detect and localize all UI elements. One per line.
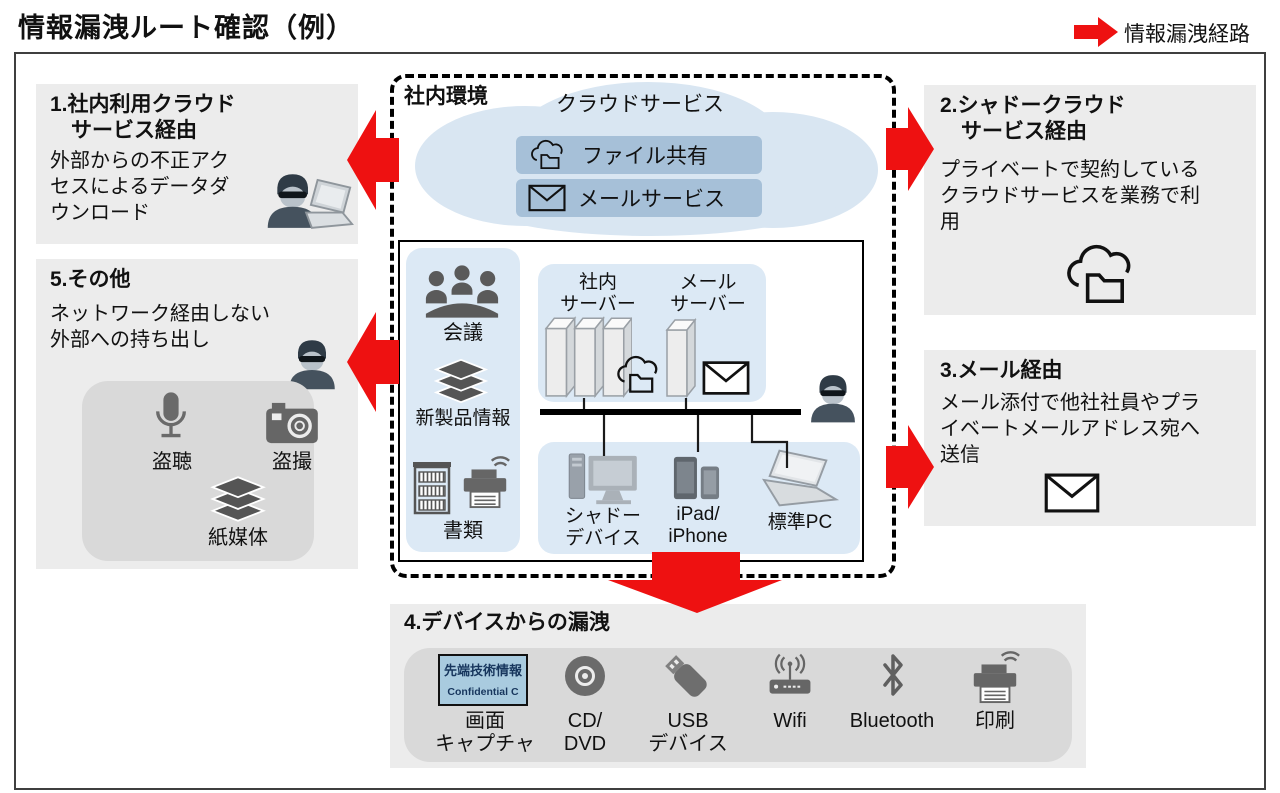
service-file-share: ファイル共有 (516, 136, 762, 174)
route-2-heading: 2.シャドークラウド サービス経由 (940, 94, 1126, 144)
asset-product-info-label: 新製品情報 (415, 408, 511, 429)
bluetooth-label: Bluetooth (849, 710, 935, 732)
paper-media-label: 紙媒体 (208, 527, 268, 549)
internal-server-label: 社内 サーバー (560, 272, 636, 315)
route-1-body: 外部からの不正アク セスによるデータダ ウンロード (50, 150, 230, 224)
asset-documents-label: 書類 (443, 520, 483, 542)
route-5-heading: 5.その他 (50, 268, 131, 291)
asset-meeting-label: 会議 (443, 322, 483, 344)
route-3-heading: 3.メール経由 (940, 359, 1063, 382)
service-mail: メールサービス (516, 179, 762, 217)
shelf-icon (411, 460, 453, 515)
internal-environment-label: 社内環境 (404, 85, 488, 108)
cloud-folder-icon (617, 355, 658, 393)
wifi-router-icon (768, 653, 812, 695)
envelope-icon (702, 361, 750, 395)
screen-capture-label: 画面 キャプチャ (435, 710, 535, 755)
legend-label: 情報漏洩経路 (1124, 23, 1250, 46)
service-file-share-label: ファイル共有 (582, 145, 708, 168)
cloud-folder-icon (1067, 244, 1131, 304)
cd-dvd-label: CD/ DVD (563, 710, 607, 755)
route-2-box: 2.シャドークラウド サービス経由 プライベートで契約している クラウドサービス… (924, 85, 1256, 315)
books-icon (435, 358, 487, 404)
route-1-heading: 1.社内利用クラウド サービス経由 (50, 93, 236, 143)
hidden-camera-label: 盗撮 (272, 451, 312, 473)
screen-capture-icon: 先端技術情報 Confidential C (438, 654, 528, 706)
envelope-icon (1044, 473, 1100, 513)
route-3-box: 3.メール経由 メール添付で他社社員やプラ イベートメールアドレス宛へ 送信 (924, 350, 1256, 526)
legend-arrow-icon (1074, 17, 1118, 47)
route-5-box: 5.その他 ネットワーク経由しない 外部への持ち出し 盗聴 盗撮 紙媒体 (36, 259, 358, 569)
shadow-device-label: シャドー デバイス (564, 506, 641, 549)
service-mail-label: メールサービス (578, 188, 725, 211)
bluetooth-icon (883, 654, 903, 696)
cloud-folder-icon (531, 139, 563, 170)
route-4-heading: 4.デバイスからの漏洩 (404, 611, 610, 634)
offline-media-panel: 盗聴 盗撮 紙媒体 (82, 381, 320, 561)
wifi-label: Wifi (773, 710, 807, 732)
route-4-box: 4.デバイスからの漏洩 先端技術情報 Confidential C 画面 キャプ… (390, 604, 1086, 768)
server-tower-icon (666, 319, 696, 397)
hacker-laptop-icon (262, 166, 354, 238)
page-title: 情報漏洩ルート確認（例） (18, 13, 354, 43)
screen-capture-text2: Confidential C (447, 686, 519, 698)
insider-hacker-icon (811, 375, 855, 423)
print-icon (972, 651, 1021, 704)
screen-capture-text1: 先端技術情報 (443, 663, 522, 678)
printer-icon (462, 456, 511, 509)
ipad-iphone-label: iPad/ iPhone (668, 504, 728, 547)
route-5-body: ネットワーク経由しない 外部への持ち出し (50, 303, 270, 351)
tablet-phone-icon (673, 456, 720, 500)
cd-dvd-icon (563, 654, 607, 698)
usb-stick-icon (663, 653, 710, 700)
standard-pc-label: 標準PC (767, 512, 833, 533)
camera-icon (264, 401, 320, 445)
microphone-icon (156, 390, 186, 438)
cloud-service-title: クラウドサービス (556, 93, 724, 116)
route-1-box: 1.社内利用クラウド サービス経由 外部からの不正アク セスによるデータダ ウン… (36, 84, 358, 244)
laptop-icon (762, 449, 838, 507)
meeting-people-icon (425, 265, 499, 318)
route-2-body: プライベートで契約している クラウドサービスを業務で利 用 (940, 159, 1200, 233)
route-3-body: メール添付で他社社員やプラ イベートメールアドレス宛へ 送信 (940, 392, 1200, 466)
print-label: 印刷 (975, 710, 1015, 732)
mail-server-label: メール サーバー (670, 272, 746, 315)
envelope-icon (528, 184, 566, 212)
paper-books-icon (211, 476, 265, 522)
eavesdrop-label: 盗聴 (152, 451, 192, 473)
usb-device-label: USB デバイス (648, 710, 728, 755)
outer-frame (14, 52, 1266, 790)
desktop-pc-icon (568, 453, 638, 505)
